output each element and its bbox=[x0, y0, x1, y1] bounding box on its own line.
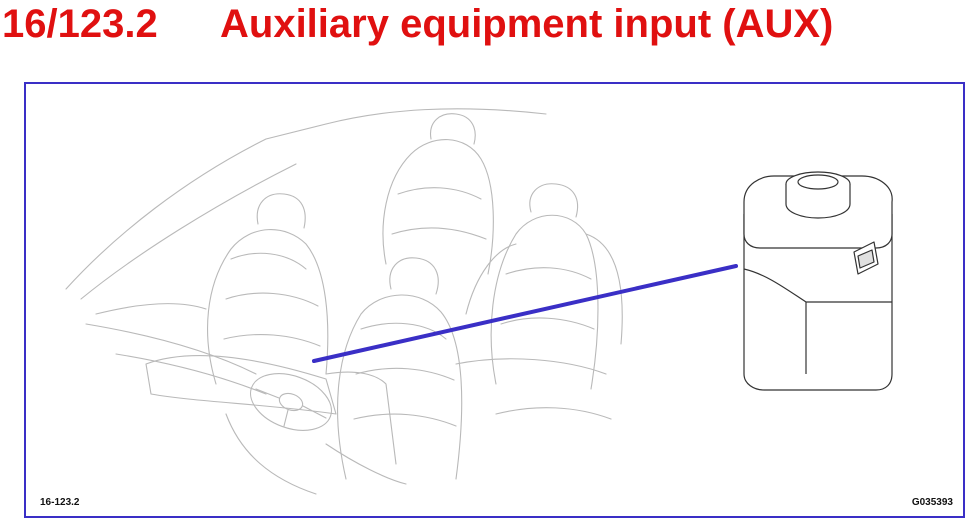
rear-cushion bbox=[455, 358, 607, 375]
image-code: G035393 bbox=[911, 497, 953, 508]
roof-line bbox=[325, 108, 547, 125]
door-line bbox=[95, 303, 207, 315]
dashboard bbox=[85, 323, 257, 375]
aux-socket-illustration bbox=[743, 171, 893, 391]
headrest-front-left bbox=[256, 193, 306, 229]
center-console bbox=[325, 371, 397, 465]
section-number: 16/123.2 bbox=[2, 2, 158, 46]
front-seat-left-back bbox=[207, 229, 329, 385]
steering-wheel bbox=[249, 373, 333, 431]
headrest-rear-right bbox=[529, 183, 579, 218]
front-cushion-left bbox=[145, 355, 337, 415]
windshield-edge bbox=[80, 163, 297, 300]
rear-seat-center bbox=[382, 139, 494, 275]
rear-seat-right bbox=[490, 214, 599, 390]
figure-frame: 16-123.2 G035393 bbox=[24, 82, 965, 518]
figure-reference: 16-123.2 bbox=[40, 497, 80, 508]
a-pillar bbox=[65, 123, 327, 290]
headrest-rear bbox=[430, 113, 476, 145]
section-title: Auxiliary equipment input (AUX) bbox=[220, 2, 834, 46]
callout-line bbox=[312, 264, 738, 363]
vehicle-interior-illustration bbox=[65, 108, 893, 495]
page-title: 16/123.2 Auxiliary equipment input (AUX) bbox=[0, 0, 973, 50]
rear-seat-far bbox=[465, 243, 517, 315]
interior-line-art bbox=[65, 108, 623, 495]
headrest-front-right bbox=[389, 257, 439, 295]
front-seat-right-back bbox=[337, 294, 463, 480]
